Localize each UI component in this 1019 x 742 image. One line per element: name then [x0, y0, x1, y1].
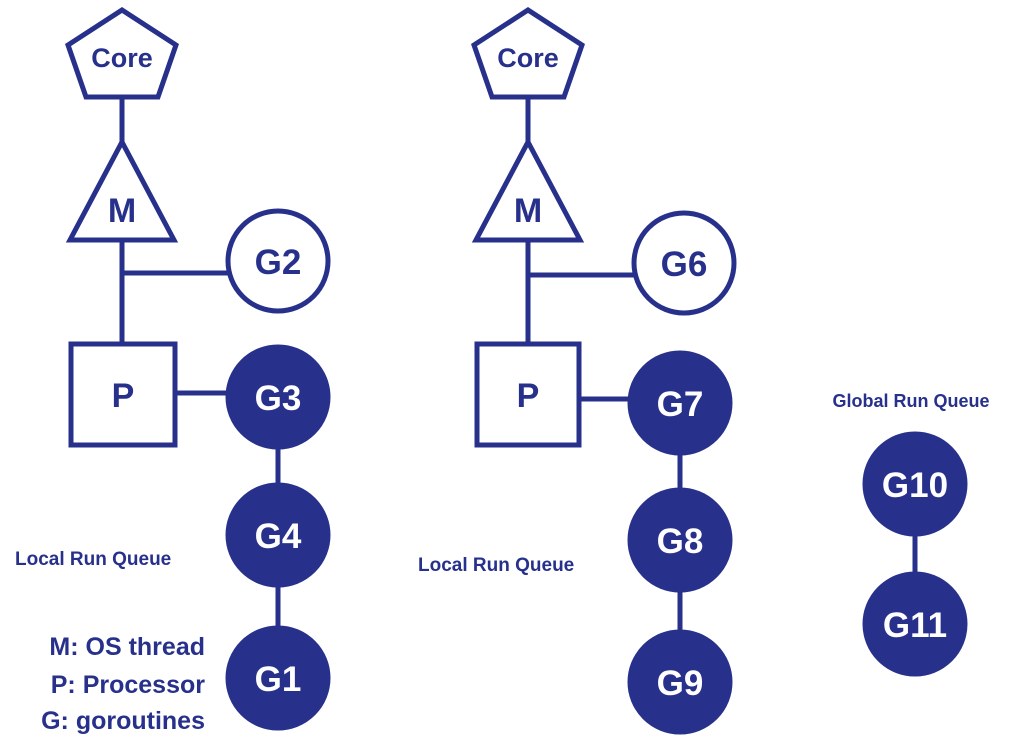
p-label: P [517, 377, 540, 415]
queued-goroutine-label: G4 [255, 517, 302, 556]
processor-square [68, 341, 178, 448]
m-thread-triangle [471, 136, 585, 243]
queued-goroutine [627, 487, 733, 593]
m-label: M [108, 192, 136, 230]
legend-item: P: Processor [51, 671, 206, 699]
queued-goroutine [225, 625, 331, 731]
global-run-queue-label: Global Run Queue [832, 391, 989, 411]
core-pentagon [64, 7, 180, 100]
running-goroutine [225, 208, 331, 314]
legend-item: G: goroutines [41, 707, 205, 735]
global-queued-goroutine-label: G10 [882, 466, 948, 505]
core-label: Core [497, 43, 559, 73]
local-run-queue-label: Local Run Queue [418, 555, 574, 576]
running-goroutine [631, 210, 737, 316]
queued-goroutine-label: G8 [657, 522, 704, 561]
global-queued-goroutine-label: G11 [883, 606, 947, 645]
queued-goroutine-label: G7 [657, 385, 704, 424]
queued-goroutine [225, 482, 331, 588]
global-run-queue-group: Global Run Queue G10 G11 [832, 391, 990, 677]
legend-item: M: OS thread [49, 633, 205, 661]
global-queued-goroutine [862, 571, 968, 677]
left-machine-group: Core M G2 P G3 G4 G1 Local Run Queue [15, 7, 331, 731]
running-goroutine-label: G2 [255, 243, 302, 282]
processor-square [474, 341, 582, 448]
p-label: P [112, 377, 135, 415]
running-goroutine-label: G6 [661, 245, 708, 284]
queued-goroutine-label: G3 [255, 379, 302, 418]
global-queued-goroutine [862, 431, 968, 537]
right-machine-group: Core M G6 P G7 G8 G9 Local Run Queue [418, 7, 737, 735]
m-label: M [514, 192, 542, 230]
queued-goroutine [627, 629, 733, 735]
local-run-queue-label: Local Run Queue [15, 549, 171, 570]
queued-goroutine [627, 350, 733, 456]
m-thread-triangle [65, 136, 179, 243]
queued-goroutine-label: G9 [657, 664, 704, 703]
core-pentagon [470, 7, 586, 100]
queued-goroutine [225, 344, 331, 450]
legend: M: OS thread P: Processor G: goroutines [41, 633, 205, 735]
core-label: Core [91, 43, 153, 73]
queued-goroutine-label: G1 [255, 660, 302, 699]
